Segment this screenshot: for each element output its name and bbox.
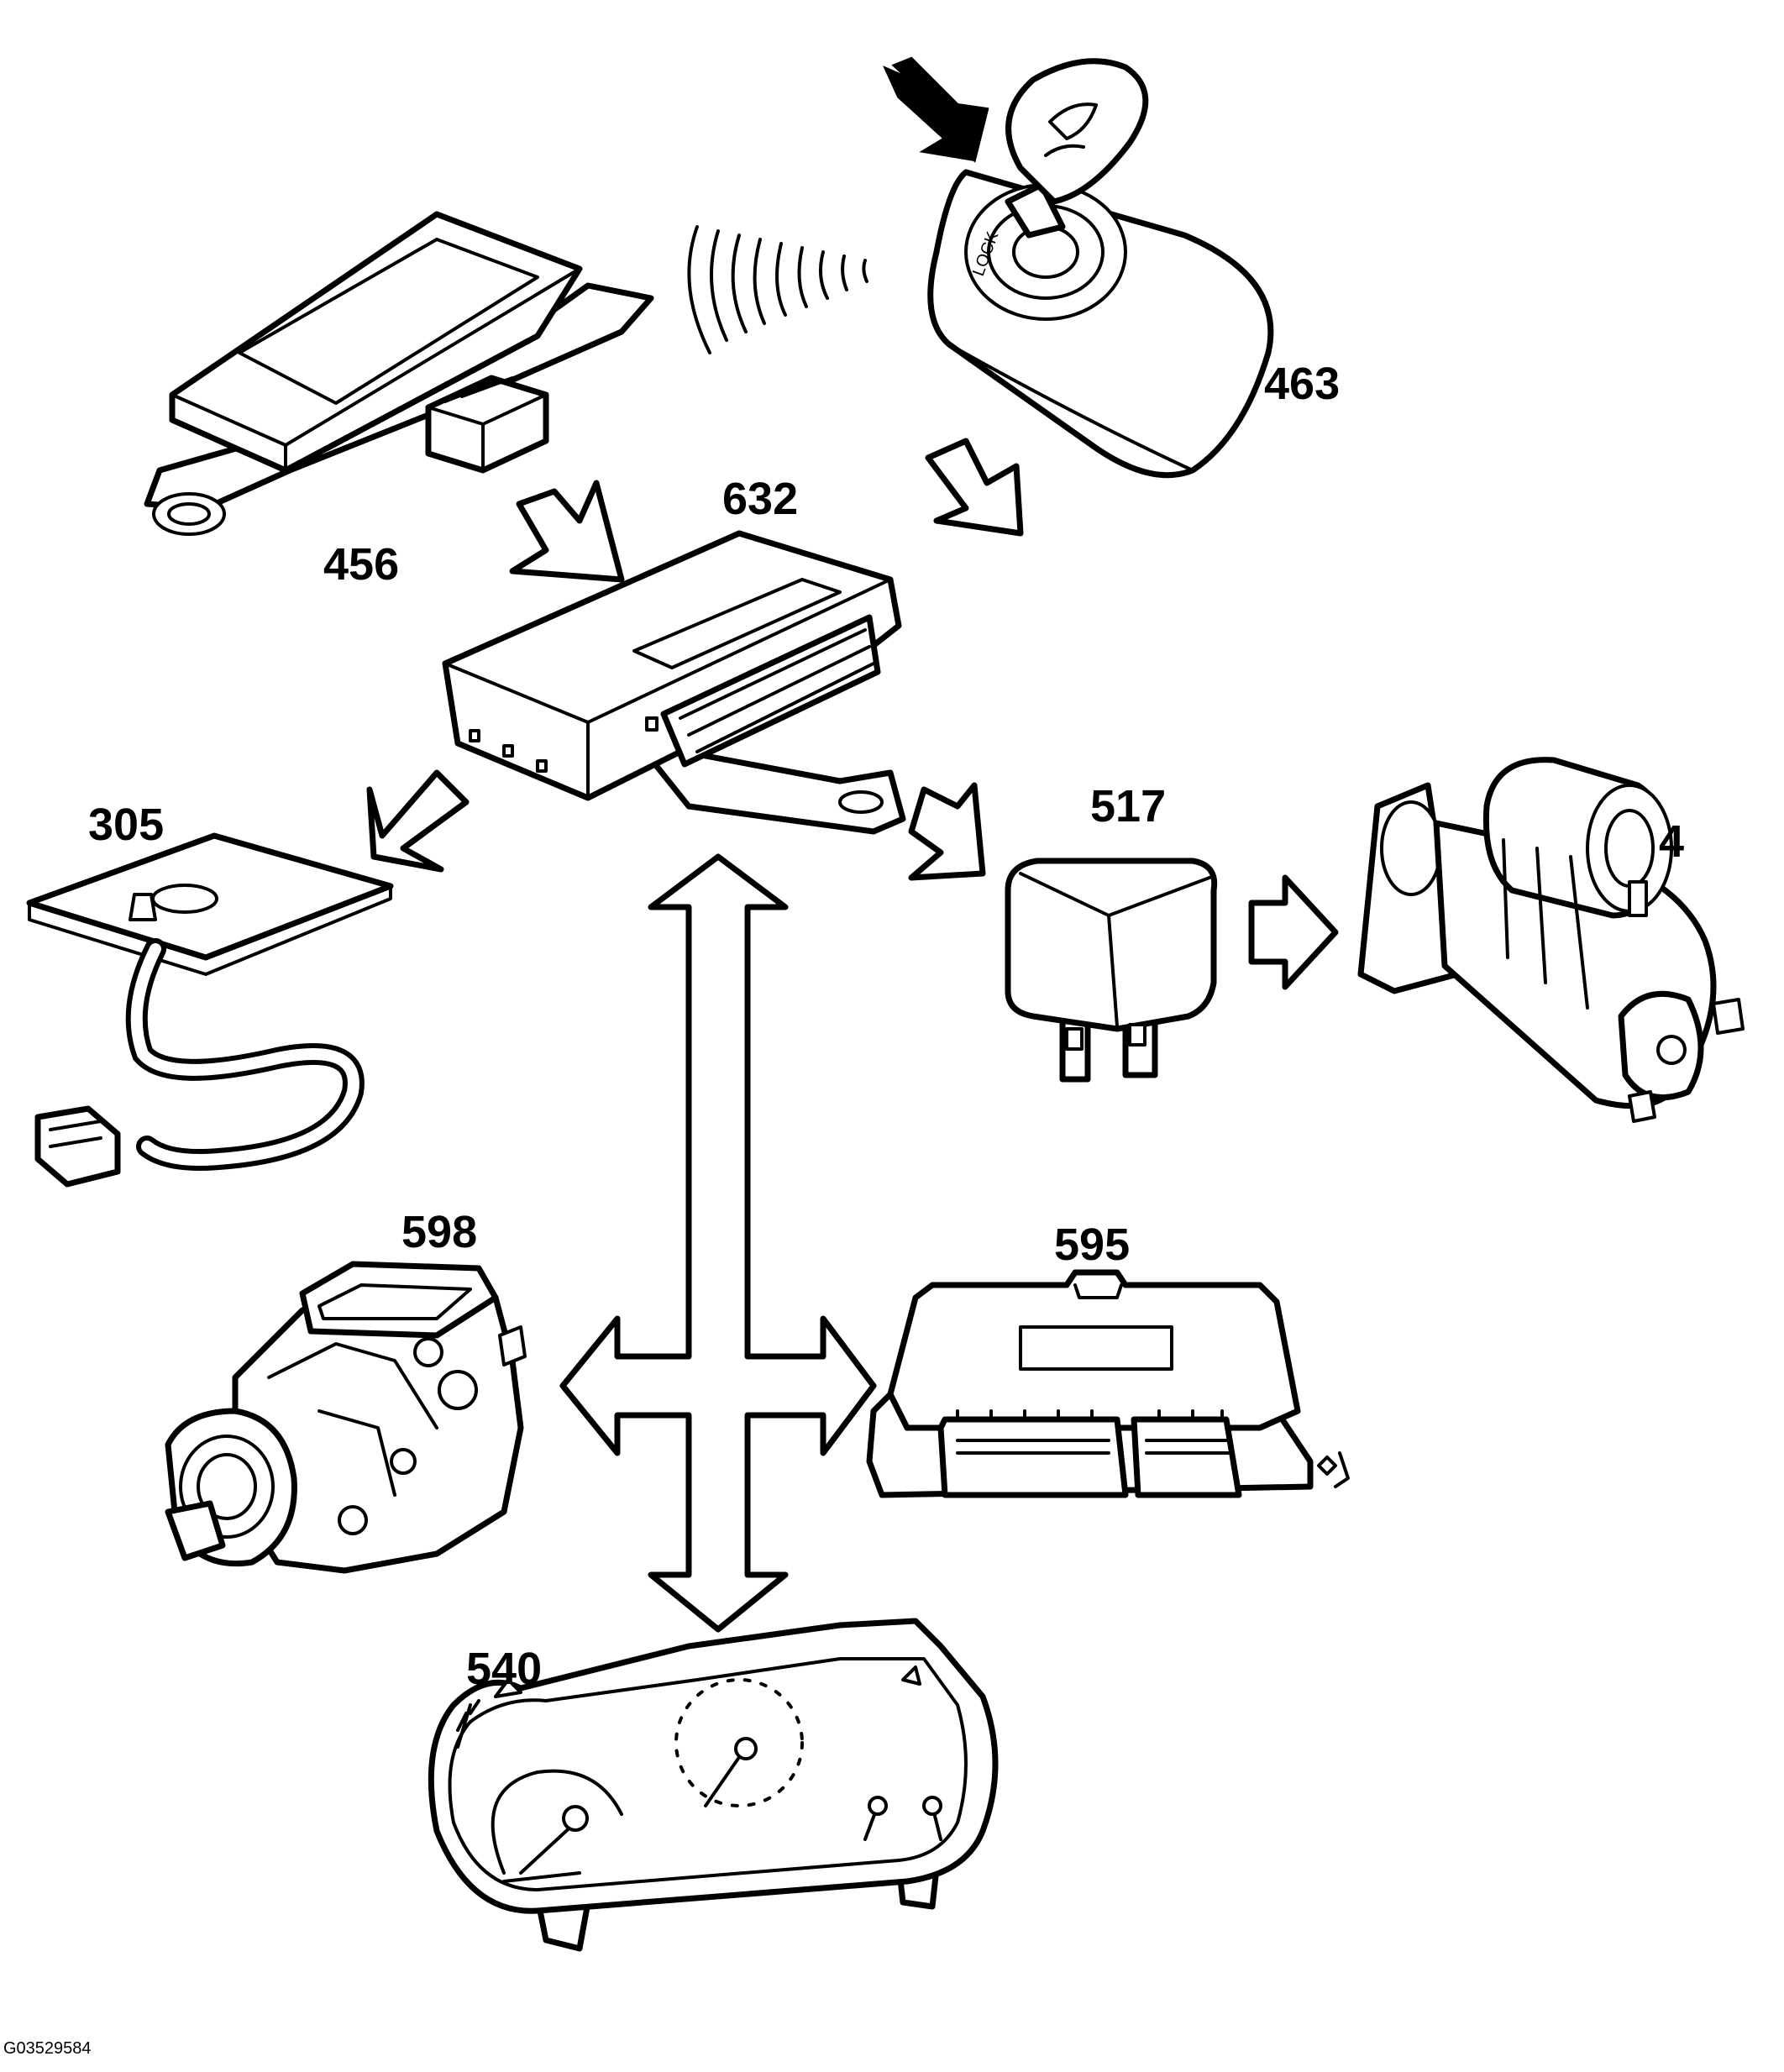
component-632-control-module [442,530,906,835]
label-598: 598 [401,1207,477,1257]
communication-bus-arrow-icon [559,853,877,1633]
arrow-632-to-305-icon [366,769,470,873]
figure-id: G03529584 [3,2039,92,2058]
component-4-starter-motor [1357,757,1745,1123]
label-463: 463 [1264,359,1340,409]
component-463-ignition-switch: LOCK [927,58,1274,479]
arrow-463-to-632-icon [925,438,1024,537]
label-595: 595 [1054,1220,1130,1270]
component-598-injection-pump [165,1261,527,1574]
wireless-signal-waves [687,225,868,354]
arrow-456-to-632-icon [509,480,625,583]
label-540: 540 [466,1644,542,1694]
component-456-receiver-module [144,211,654,536]
arrow-517-to-4-icon [1248,874,1339,990]
arrow-632-to-517-icon [908,782,986,881]
component-595-engine-control-module [866,1269,1350,1498]
input-arrow-head-icon [883,66,989,162]
label-632: 632 [722,474,798,524]
component-305-sensor [26,832,394,1188]
component-540-instrument-cluster [428,1618,999,1952]
component-517-relay [1005,858,1218,1083]
label-4: 4 [1659,816,1684,867]
label-305: 305 [88,800,164,850]
label-517: 517 [1090,781,1166,831]
label-456: 456 [323,539,399,590]
